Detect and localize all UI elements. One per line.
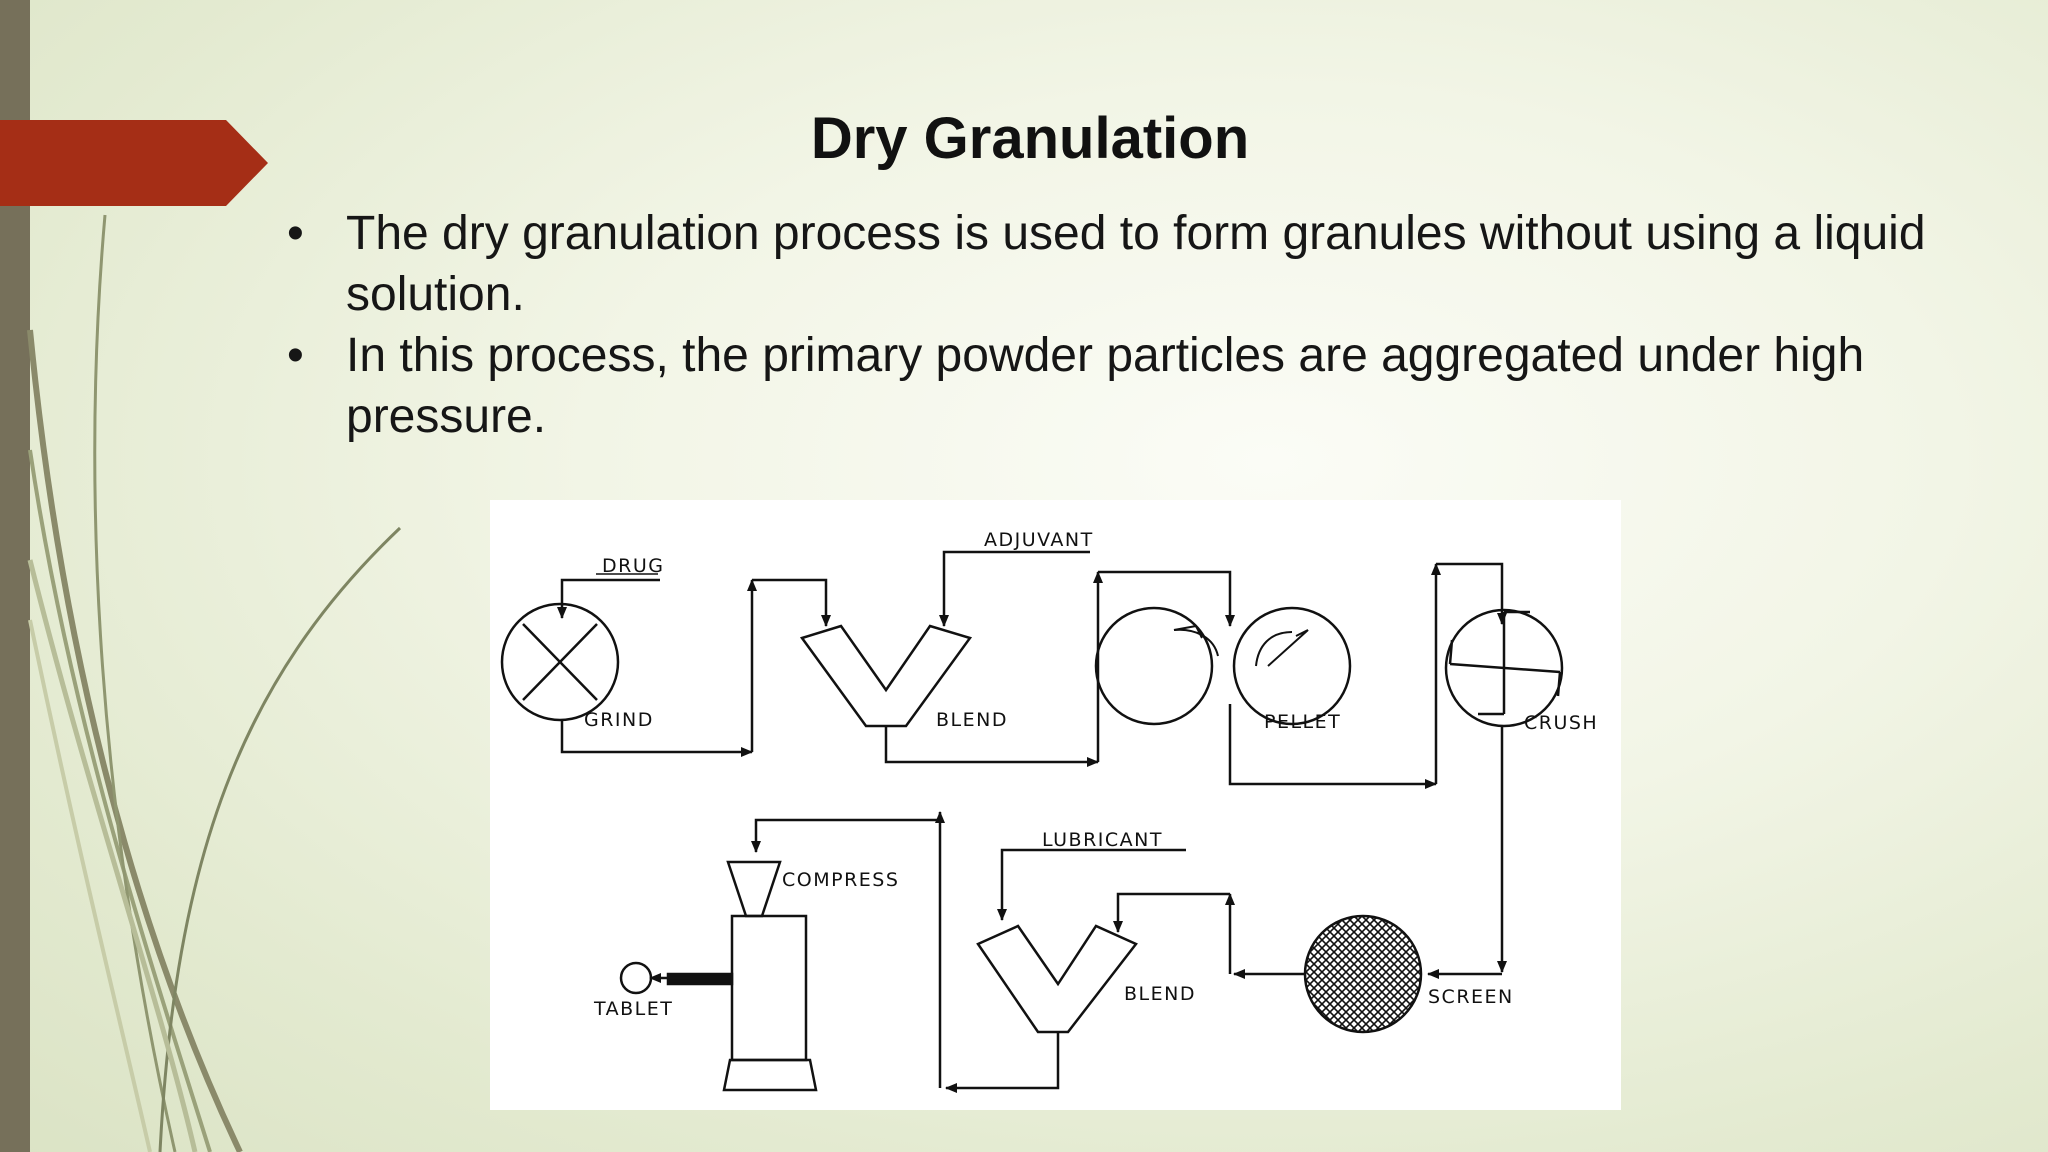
title-arrow-tab <box>0 120 268 206</box>
crusher-icon <box>1444 608 1564 728</box>
slide-title: Dry Granulation <box>810 106 1250 171</box>
label-tablet: TABLET <box>593 998 673 1020</box>
label-blend-bottom: BLEND <box>1124 983 1196 1005</box>
label-pellet: PELLET <box>1264 711 1341 733</box>
label-blend-top: BLEND <box>936 709 1008 731</box>
bullet-item: • The dry granulation process is used to… <box>287 203 2047 325</box>
v-blender-icon <box>976 924 1138 1034</box>
tablet-press-hopper-icon <box>726 860 782 918</box>
tablet-press-body-icon <box>730 914 808 1062</box>
bullet-dot: • <box>287 329 304 382</box>
roller-right-icon <box>1232 606 1352 726</box>
label-adjuvant: ADJUVANT <box>984 529 1094 551</box>
screen-icon <box>1303 914 1423 1034</box>
bullet-text: The dry granulation process is used to f… <box>346 207 1926 321</box>
tablet-press-base-icon <box>722 1058 818 1092</box>
tablet-icon <box>619 961 653 995</box>
v-blender-icon <box>799 624 973 728</box>
bullet-dot: • <box>287 207 304 260</box>
roller-left-icon <box>1094 606 1214 726</box>
decorative-swoosh <box>27 214 402 1152</box>
bullet-item: • In this process, the primary powder pa… <box>287 325 2047 447</box>
label-crush: CRUSH <box>1524 712 1598 734</box>
label-lubricant: LUBRICANT <box>1042 829 1163 851</box>
label-compress: COMPRESS <box>782 869 899 891</box>
label-grind: GRIND <box>584 709 654 731</box>
diagram-labels: DRUG ADJUVANT GRIND BLEND PELLET CRUSH L… <box>584 529 1598 1020</box>
process-flow-diagram: DRUG ADJUVANT GRIND BLEND PELLET CRUSH L… <box>490 500 1621 1110</box>
label-screen: SCREEN <box>1428 986 1514 1008</box>
bullet-list: • The dry granulation process is used to… <box>287 203 2047 447</box>
label-drug: DRUG <box>602 555 664 577</box>
grinder-icon <box>500 602 620 722</box>
bullet-text: In this process, the primary powder part… <box>346 329 1865 443</box>
